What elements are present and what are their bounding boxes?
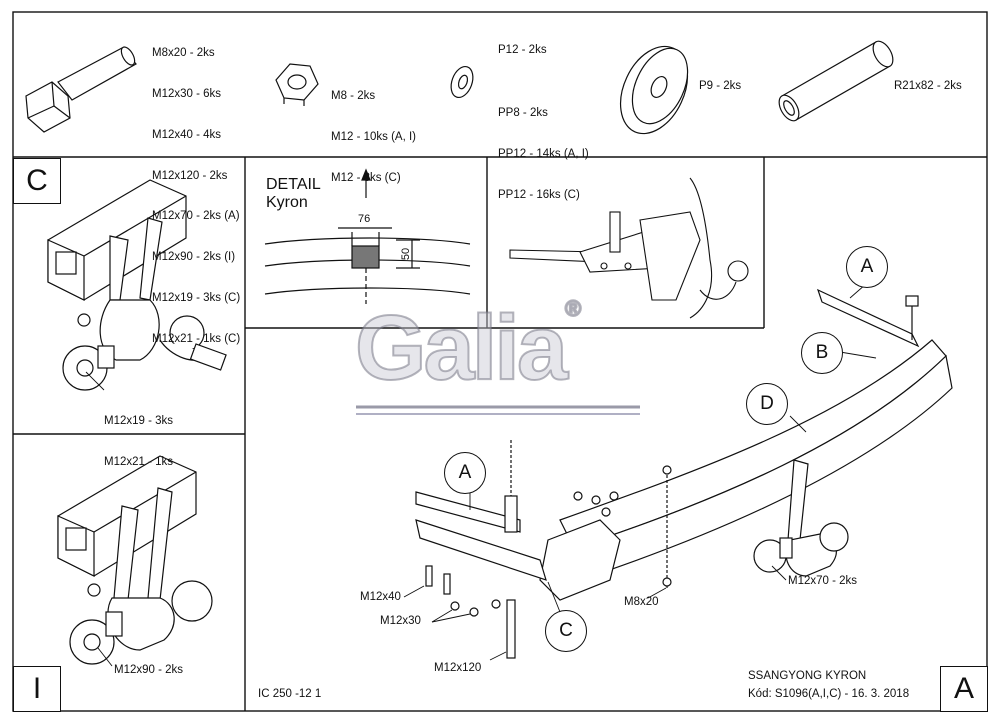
callout-a-left: A bbox=[444, 452, 486, 494]
callout-b: B bbox=[801, 332, 843, 374]
nut-list: M8 - 2ks M12 - 10ks (A, I) M12 - 8ks (C) bbox=[331, 63, 416, 213]
washer-p9-label: P9 - 2ks bbox=[699, 80, 742, 92]
detail-section-drawing bbox=[264, 168, 471, 304]
washer-p9-drawing bbox=[619, 45, 689, 135]
model-name: SSANGYONG KYRON bbox=[748, 670, 867, 682]
bolt-drawing bbox=[25, 46, 137, 133]
tube-drawing bbox=[778, 40, 894, 122]
panel-c-bolt-item: M12x21 - 1ks bbox=[104, 455, 174, 468]
panel-i-letter: I bbox=[13, 666, 61, 712]
nut-list-item: M12 - 10ks (A, I) bbox=[331, 130, 416, 143]
callout-a-top: A bbox=[846, 246, 888, 288]
side-view-sketch bbox=[509, 177, 749, 319]
bolt-list-item: M12x120 - 2ks bbox=[152, 169, 228, 182]
bolt-list-item: M12x40 - 4ks bbox=[152, 128, 222, 141]
washer-p12-drawing bbox=[450, 65, 474, 99]
bolt-list-item: M8x20 - 2ks bbox=[152, 47, 215, 60]
washer-pp-item: PP12 - 16ks (C) bbox=[498, 188, 580, 201]
washer-pp-item: PP12 - 14ks (A, I) bbox=[498, 147, 589, 160]
label-m12x40: M12x40 bbox=[360, 591, 401, 603]
panel-i-hitch-drawing bbox=[57, 455, 213, 665]
bolt-list-item: M12x70 - 2ks (A) bbox=[152, 210, 240, 223]
panel-i-bolt-label: M12x90 - 2ks bbox=[114, 664, 184, 676]
nut-list-item: M12 - 8ks (C) bbox=[331, 171, 401, 184]
label-m12x30: M12x30 bbox=[380, 615, 421, 627]
label-m12x120: M12x120 bbox=[434, 662, 482, 674]
bolt-list: M8x20 - 2ks M12x30 - 6ks M12x40 - 4ks M1… bbox=[152, 20, 240, 373]
drawing-number: IC 250 -12 1 bbox=[258, 688, 322, 700]
callout-d: D bbox=[746, 383, 788, 425]
bolt-list-item: M12x21 - 1ks (C) bbox=[152, 332, 241, 345]
watermark-underline bbox=[356, 405, 640, 415]
washer-pp-item: PP8 - 2ks bbox=[498, 107, 548, 120]
tube-label: R21x82 - 2ks bbox=[894, 80, 962, 92]
label-m8x20: M8x20 bbox=[624, 596, 659, 608]
callout-c: C bbox=[545, 610, 587, 652]
detail-dim-width: 76 bbox=[358, 213, 371, 225]
detail-dim-height: 50 bbox=[400, 247, 413, 261]
washer-pp-list: PP8 - 2ks PP12 - 14ks (A, I) PP12 - 16ks… bbox=[498, 80, 589, 230]
label-m12x70: M12x70 - 2ks bbox=[788, 575, 858, 587]
panel-a-letter: A bbox=[940, 666, 988, 712]
nut-list-item: M8 - 2ks bbox=[331, 90, 376, 103]
panel-c-bolt-item: M12x19 - 3ks bbox=[104, 415, 174, 428]
washer-p12-label: P12 - 2ks bbox=[498, 44, 547, 56]
model-code: Kód: S1096(A,I,C) - 16. 3. 2018 bbox=[748, 688, 910, 700]
detail-title: DETAIL Kyron bbox=[266, 176, 321, 212]
bolt-list-item: M12x19 - 3ks (C) bbox=[152, 291, 241, 304]
galia-watermark-logo: Galia® bbox=[354, 295, 582, 400]
bolt-list-item: M12x30 - 6ks bbox=[152, 87, 222, 100]
bolt-list-item: M12x90 - 2ks (I) bbox=[152, 251, 236, 264]
detail-title-line2: Kyron bbox=[266, 194, 308, 211]
detail-title-line1: DETAIL bbox=[266, 176, 321, 193]
main-assembly-drawing bbox=[415, 288, 953, 659]
panel-c-hitch-drawing bbox=[47, 179, 227, 391]
panel-c-letter: C bbox=[13, 158, 61, 204]
panel-c-bolt-list: M12x19 - 3ks M12x21 - 1ks bbox=[104, 388, 173, 497]
nut-drawing bbox=[275, 63, 319, 106]
